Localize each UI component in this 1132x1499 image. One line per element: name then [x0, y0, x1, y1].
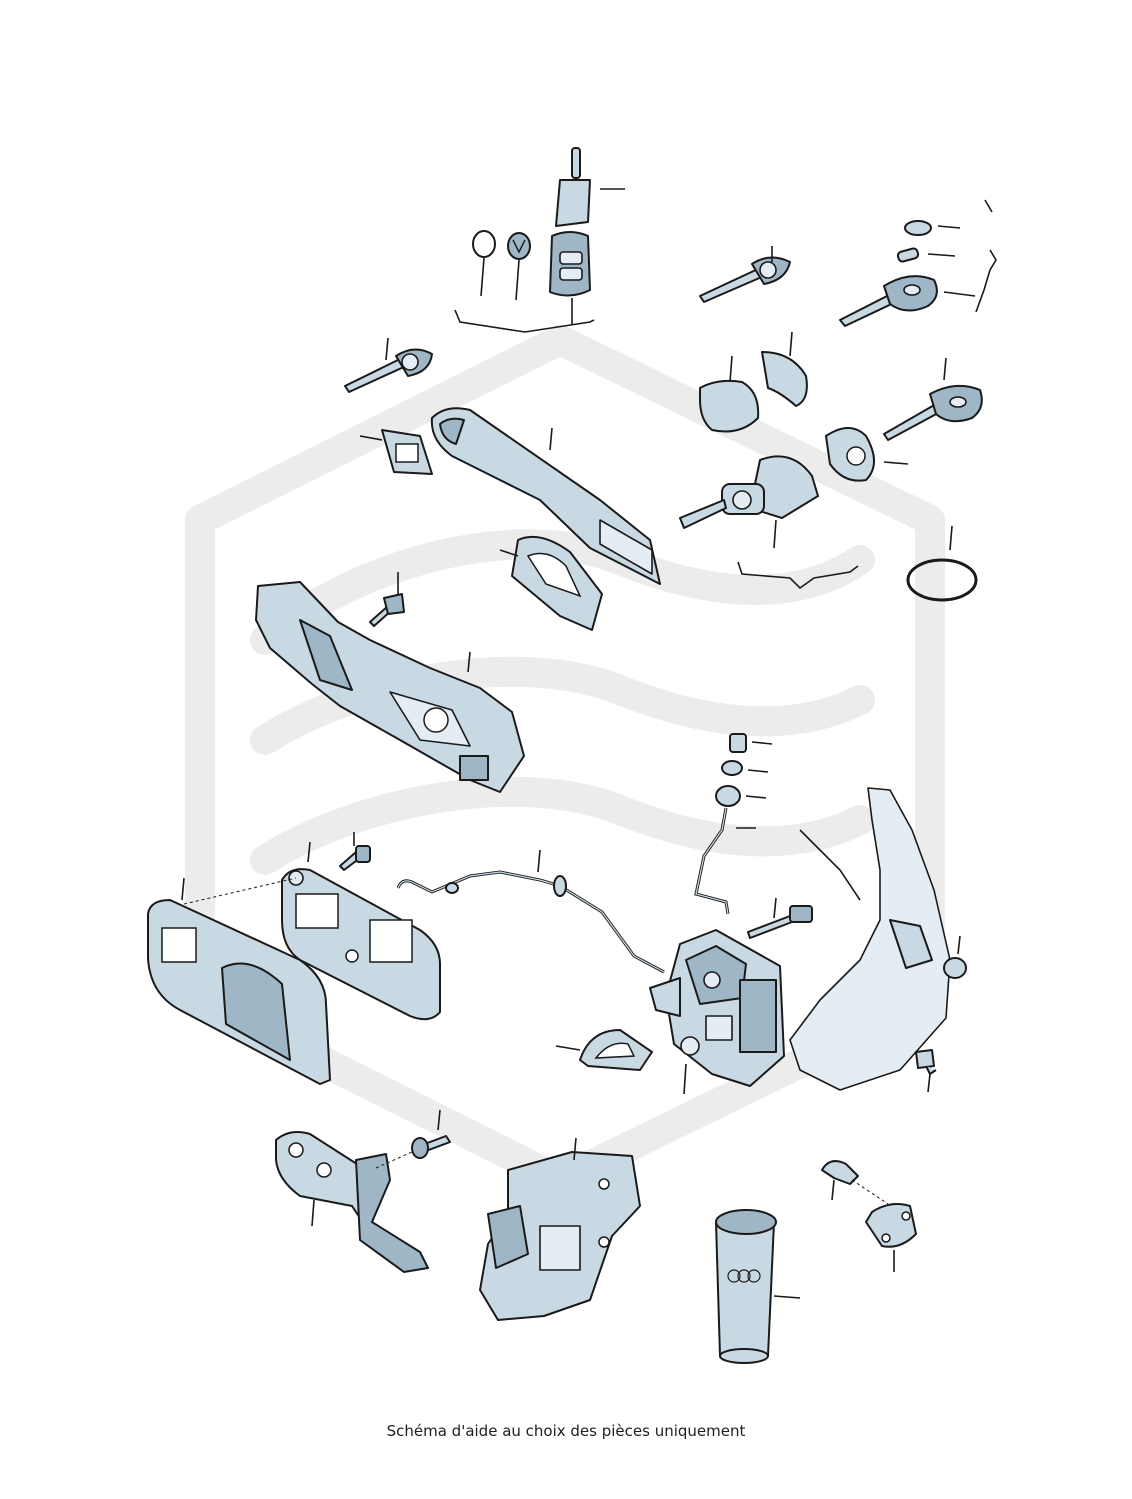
washer — [721, 760, 743, 776]
door-frame-section — [789, 787, 951, 1091]
cap-button — [904, 220, 932, 236]
handle-end-cap — [699, 379, 760, 433]
wiring-connector — [747, 905, 813, 939]
lock-carrier-housing — [479, 1151, 641, 1321]
grommet — [715, 785, 741, 807]
release-cable — [396, 870, 665, 974]
key-blade-left — [344, 348, 433, 393]
lock-cover-plate — [579, 1029, 653, 1071]
remote-key-fob — [549, 147, 591, 297]
key-with-remote-head — [839, 275, 938, 327]
handle-carrier — [255, 581, 525, 793]
lock-cylinder — [679, 455, 819, 529]
interior-handle-frame — [281, 868, 441, 1021]
handle-cap-trim — [761, 351, 808, 407]
interior-handle-trim — [147, 899, 331, 1085]
rubber-plug — [943, 957, 967, 979]
badge-emblem — [507, 232, 531, 260]
key-ring — [472, 230, 496, 258]
screw-striker — [821, 1160, 859, 1185]
o-ring-seal — [906, 558, 978, 602]
grease-tube — [715, 1209, 777, 1364]
screw-carrier — [369, 593, 405, 627]
key-blade — [699, 256, 791, 303]
key-with-remote-head-2 — [883, 384, 983, 441]
door-lock-mechanism — [649, 929, 785, 1087]
striker-plate — [865, 1203, 917, 1248]
lock-rod — [694, 807, 730, 915]
cylinder-retaining-bracket — [825, 427, 875, 482]
door-handle — [430, 407, 661, 585]
release-lever-bracket — [275, 1131, 429, 1273]
handle-gasket-small — [381, 429, 433, 475]
battery — [896, 247, 920, 263]
striker-bolt — [915, 1049, 937, 1075]
screw-trim — [339, 845, 371, 871]
bolt — [729, 733, 747, 753]
caption: Schéma d'aide au choix des pièces unique… — [386, 1422, 746, 1440]
handle-gasket-rear — [511, 536, 603, 631]
rivet — [411, 1135, 451, 1159]
